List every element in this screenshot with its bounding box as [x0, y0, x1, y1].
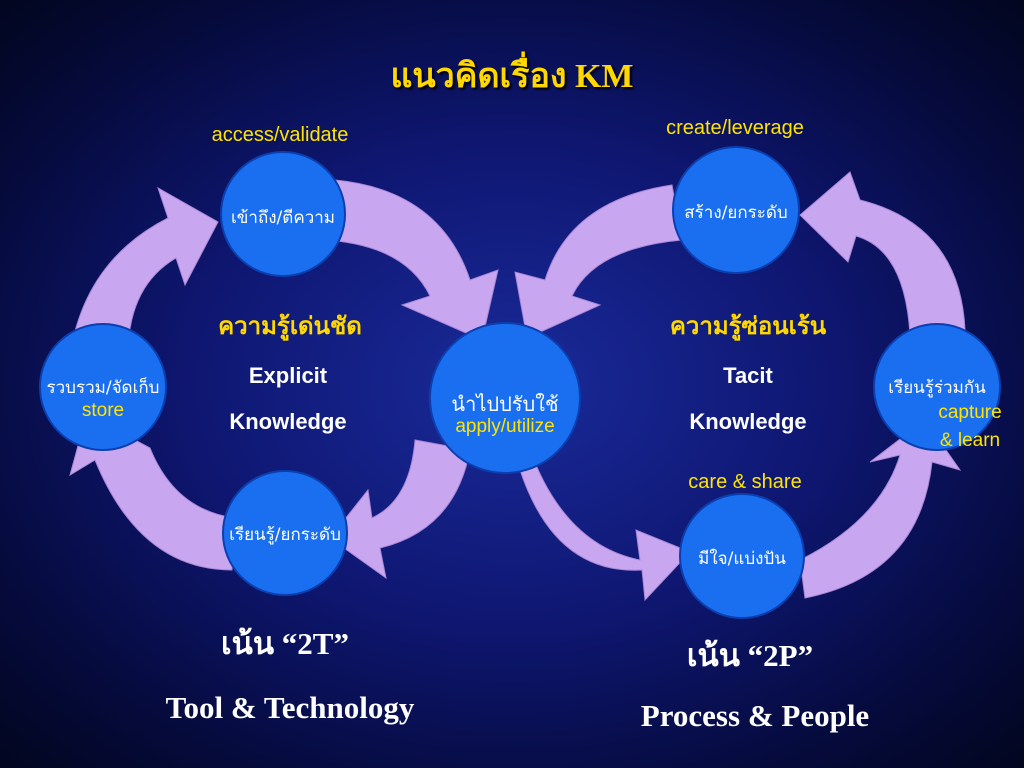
- arrow-store-to-access: [69, 186, 219, 356]
- arrow-access-to-apply: [324, 179, 499, 341]
- store-caption: store: [81, 400, 125, 421]
- emphasis-2t-sub: Tool & Technology: [165, 690, 415, 725]
- access-label: เข้าถึง/ตีความ: [230, 208, 335, 228]
- explicit-heading-thai: ความรู้เด่นชัด: [218, 312, 362, 340]
- arrow-apply-to-share: [519, 448, 691, 602]
- learn-left-label: เรียนรู้/ยกระดับ: [229, 525, 341, 545]
- capture-caption-2: & learn: [939, 430, 1001, 451]
- node-access: [220, 151, 346, 277]
- node-store: [39, 323, 167, 451]
- node-capture: [873, 323, 1001, 451]
- arrow-apply-to-learn: [329, 439, 471, 580]
- share-caption: care & share: [688, 471, 802, 493]
- arrow-share-to-capture: [799, 419, 962, 599]
- emphasis-2p-sub: Process & People: [640, 698, 870, 733]
- tacit-heading-thai: ความรู้ซ่อนเร้น: [669, 312, 827, 340]
- emphasis-2p: เน้น “2P”: [686, 638, 814, 673]
- node-share: [679, 493, 805, 619]
- capture-label: เรียนรู้ร่วมกัน: [888, 378, 986, 398]
- emphasis-2t: เน้น “2T”: [221, 626, 349, 661]
- nodes: [39, 146, 1001, 619]
- create-label: สร้าง/ยกระดับ: [684, 203, 788, 223]
- apply-caption: apply/utilize: [455, 416, 555, 437]
- share-label: มีใจ/แบ่งปัน: [698, 549, 786, 569]
- explicit-heading-en-1: Explicit: [248, 363, 328, 388]
- page-title: แนวคิดเรื่อง KM: [390, 58, 634, 95]
- create-caption: create/leverage: [666, 117, 804, 139]
- tacit-heading-en-2: Knowledge: [689, 409, 807, 434]
- arrow-capture-to-create: [799, 171, 966, 336]
- node-create: [672, 146, 800, 274]
- node-apply: [429, 322, 581, 474]
- node-learn-left: [222, 470, 348, 596]
- capture-caption-1: capture: [938, 402, 1002, 423]
- arrow-learn-to-store: [69, 419, 236, 571]
- store-label: รวบรวม/จัดเก็บ: [46, 378, 160, 398]
- apply-label: นำไปปรับใช้: [451, 392, 559, 416]
- access-caption: access/validate: [211, 124, 349, 146]
- tacit-heading-en-1: Tacit: [723, 363, 773, 388]
- explicit-heading-en-2: Knowledge: [229, 409, 347, 434]
- arrow-create-to-apply: [514, 184, 683, 339]
- cycle-arrows: [69, 171, 966, 602]
